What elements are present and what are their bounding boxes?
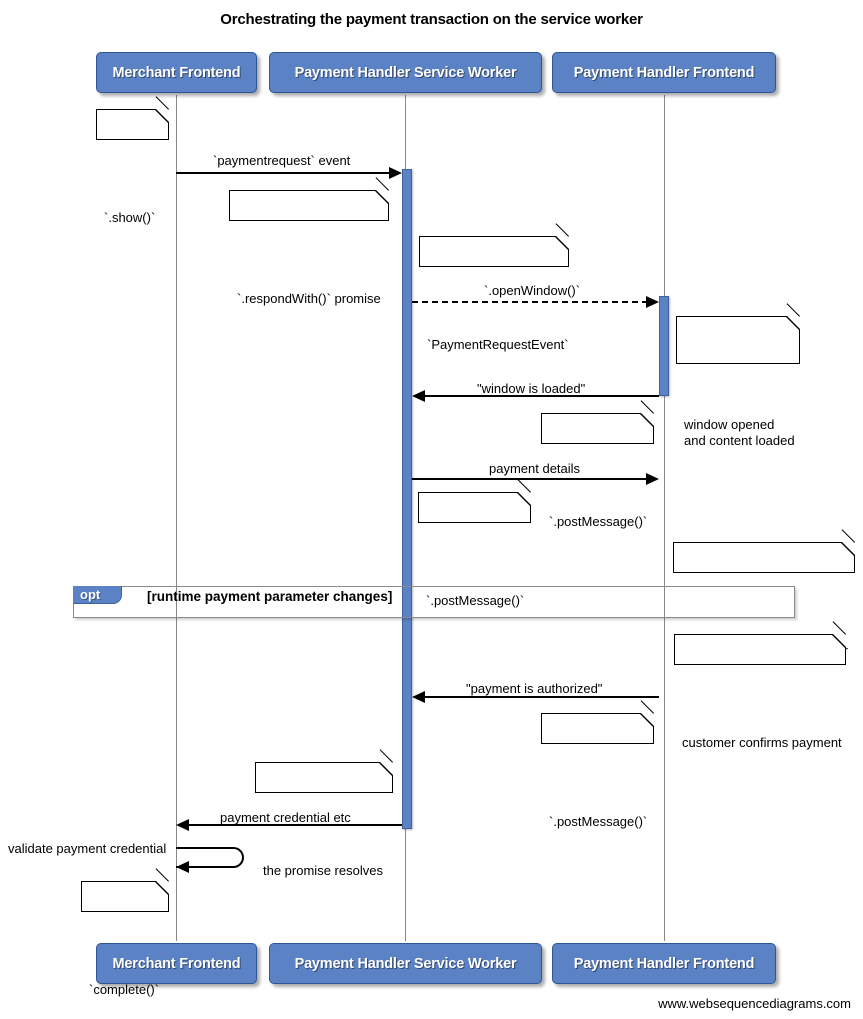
note-respondwith-promise: `.respondWith()` promise [229, 190, 389, 306]
footer-watermark: www.websequencediagrams.com [658, 996, 851, 1011]
arrow-head-validate-payment-credential [176, 861, 189, 873]
note-text: `PaymentRequestEvent` [427, 337, 569, 352]
message-label-validate-payment-credential: validate payment credential [8, 841, 167, 856]
fragment-kind-label: opt [80, 587, 101, 602]
message-label-window-is-loaded: "window is loaded" [477, 381, 586, 396]
participant-label: Merchant Frontend [112, 64, 241, 81]
note-customer-confirms: customer confirms payment [674, 634, 846, 750]
note-complete: `complete()` [81, 881, 169, 997]
message-line-payment-details [412, 478, 648, 480]
note-postmessage-3: `.postMessage()` [541, 713, 654, 829]
note-text: `.postMessage()` [549, 814, 648, 829]
message-line-paymentrequest-event [176, 172, 391, 174]
arrow-head-payment-is-authorized [412, 691, 425, 703]
participant-footer-service-worker[interactable]: Payment Handler Service Worker [269, 943, 542, 984]
note-text: `.respondWith()` promise [237, 291, 381, 306]
participant-footer-payment-handler-frontend[interactable]: Payment Handler Frontend [552, 943, 776, 984]
self-message-loop-validate-payment-credential [176, 847, 244, 868]
note-text: the promise resolves [263, 863, 383, 878]
note-show: `.show()` [96, 109, 169, 225]
participant-header-service-worker[interactable]: Payment Handler Service Worker [269, 52, 542, 93]
message-label-openwindow: `.openWindow()` [484, 283, 581, 298]
participant-footer-merchant[interactable]: Merchant Frontend [96, 943, 257, 984]
message-line-payment-credential-etc [189, 824, 402, 826]
message-line-window-is-loaded [425, 395, 659, 397]
message-label-paymentrequest-event: `paymentrequest` event [213, 153, 351, 168]
participant-label: Payment Handler Frontend [573, 64, 755, 81]
arrow-head-openwindow [646, 296, 659, 308]
message-label-payment-details: payment details [489, 461, 581, 476]
note-postmessage-1: `.postMessage()` [541, 413, 654, 529]
arrow-head-payment-details [646, 473, 659, 485]
activation-payment-handler-frontend [659, 296, 669, 396]
note-text: `.show()` [104, 210, 156, 225]
note-promise-resolves: the promise resolves [255, 762, 393, 878]
message-line-payment-is-authorized [425, 696, 659, 698]
note-paymentrequestevent: `PaymentRequestEvent` [419, 236, 569, 352]
arrow-head-payment-credential-etc [176, 819, 189, 831]
participant-header-merchant[interactable]: Merchant Frontend [96, 52, 257, 93]
arrow-head-paymentrequest-event [389, 167, 402, 179]
arrow-head-window-is-loaded [412, 390, 425, 402]
participant-label: Merchant Frontend [112, 955, 241, 972]
note-text: `complete()` [89, 982, 160, 997]
participant-label: Payment Handler Service Worker [294, 64, 517, 81]
activation-service-worker [402, 169, 412, 829]
fragment-opt-condition: [runtime payment parameter changes] [147, 589, 393, 604]
note-postmessage-2: `.postMessage()` [418, 492, 531, 608]
lifeline-payment-handler-frontend [664, 95, 665, 941]
message-label-payment-is-authorized: "payment is authorized" [466, 681, 603, 696]
note-text: window opened and content loaded [684, 417, 795, 448]
participant-label: Payment Handler Frontend [573, 955, 755, 972]
note-construct-ui: construct UI for the customer [673, 542, 855, 658]
lifeline-merchant [176, 95, 177, 941]
message-line-openwindow [412, 301, 648, 303]
note-text: customer confirms payment [682, 735, 842, 750]
page-title: Orchestrating the payment transaction on… [220, 11, 643, 28]
note-window-opened: window opened and content loaded [676, 316, 800, 448]
participant-label: Payment Handler Service Worker [294, 955, 517, 972]
fragment-opt-tab: opt [73, 586, 122, 604]
note-text: `.postMessage()` [549, 514, 648, 529]
participant-header-payment-handler-frontend[interactable]: Payment Handler Frontend [552, 52, 776, 93]
message-label-payment-credential-etc: payment credential etc [220, 810, 351, 825]
note-text: `.postMessage()` [426, 593, 525, 608]
